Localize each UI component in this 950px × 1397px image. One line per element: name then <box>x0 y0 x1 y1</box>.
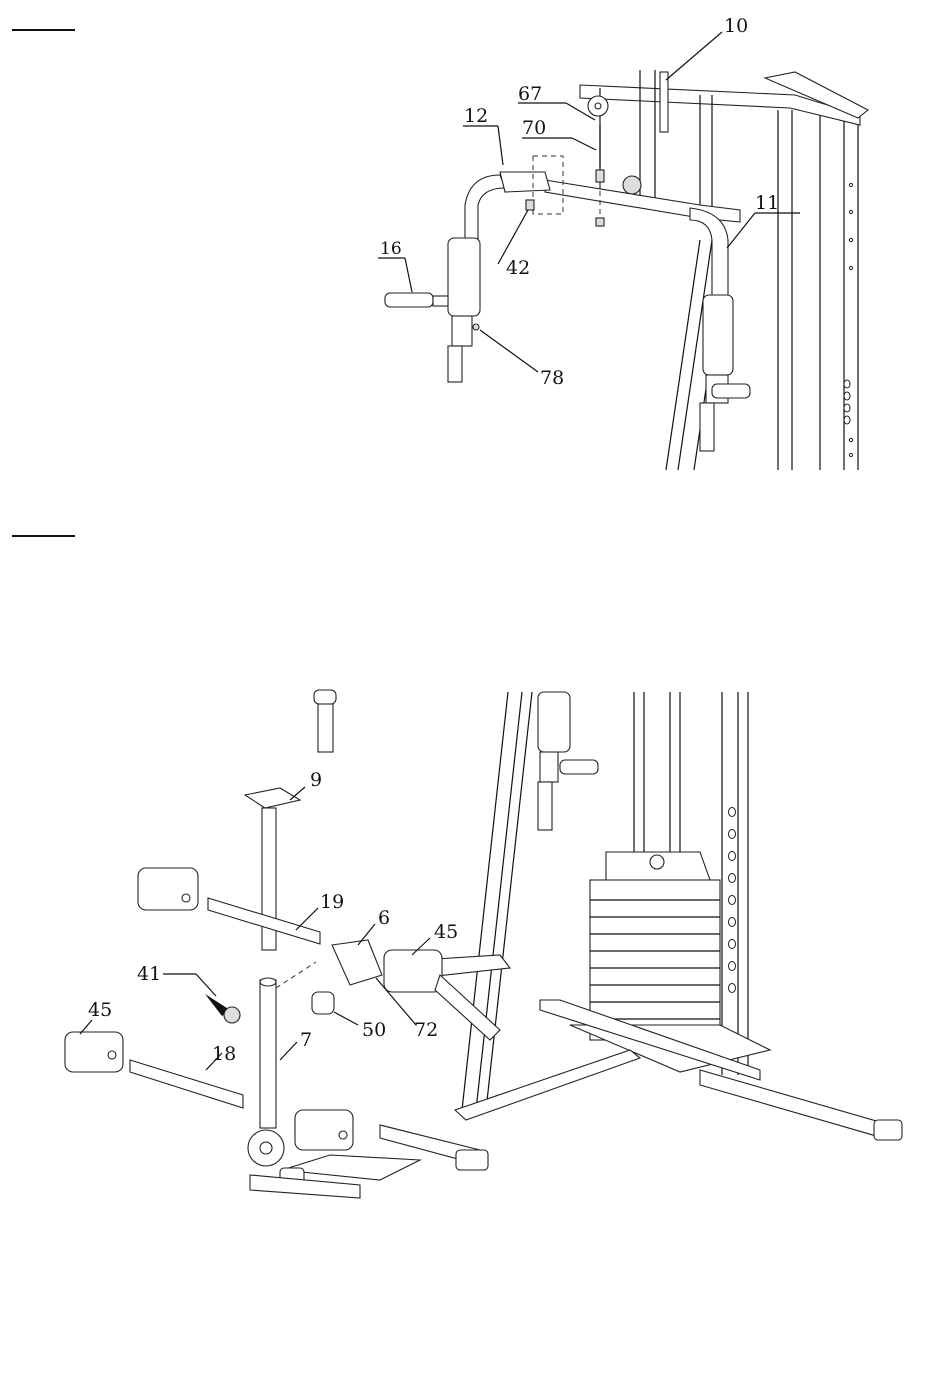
callout-10: 10 <box>724 15 748 37</box>
callout-78: 78 <box>540 367 564 389</box>
callout-67: 67 <box>518 83 542 105</box>
callout-19: 19 <box>320 891 344 913</box>
callout-6: 6 <box>378 907 390 929</box>
callout-11: 11 <box>755 192 779 214</box>
callout-45-upper: 45 <box>434 921 458 943</box>
figure-2-drawing <box>65 690 902 1198</box>
callout-18: 18 <box>212 1043 236 1065</box>
callout-72: 72 <box>414 1019 438 1041</box>
callout-16: 16 <box>380 239 402 259</box>
figure-1-leaders <box>378 32 800 372</box>
callout-41: 41 <box>137 963 161 985</box>
callout-50: 50 <box>362 1019 386 1041</box>
callout-9: 9 <box>310 769 322 791</box>
callout-7: 7 <box>300 1029 312 1051</box>
callout-42: 42 <box>506 257 530 279</box>
callout-45-lower: 45 <box>88 999 112 1021</box>
callout-12: 12 <box>464 105 488 127</box>
figure-1-drawing <box>385 70 868 470</box>
callout-70: 70 <box>522 117 546 139</box>
